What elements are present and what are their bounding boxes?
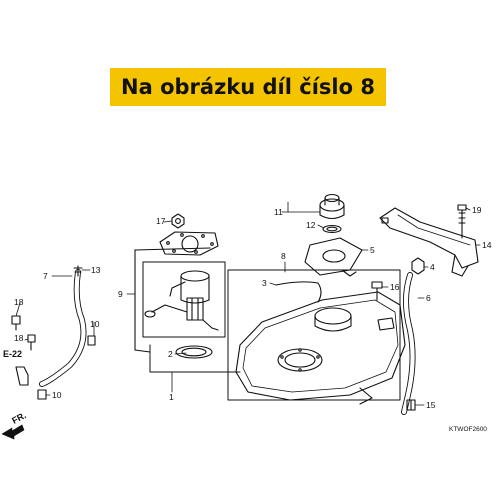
callout-3: 3 — [262, 278, 267, 288]
callout-12: 12 — [306, 220, 316, 230]
callout-11: 11 — [274, 207, 283, 217]
fuel-tube-6 — [401, 272, 416, 415]
callout-4: 4 — [430, 262, 435, 272]
front-direction-arrow: FR. — [1, 410, 28, 440]
callout-19: 19 — [472, 205, 482, 215]
bolt-16 — [371, 281, 383, 301]
callout-10-upper: 10 — [90, 319, 100, 329]
clip-10-upper — [87, 335, 96, 346]
callout-9: 9 — [118, 289, 123, 299]
leader-18a — [15, 302, 21, 317]
callout-1: 1 — [169, 392, 174, 402]
front-label: FR. — [10, 410, 27, 426]
clip-18-upper — [11, 315, 21, 331]
tank-bracket — [379, 207, 479, 277]
arrow-icon — [1, 424, 25, 440]
leader-12 — [317, 224, 325, 229]
callout-18-lower: 18 — [14, 333, 24, 343]
fuel-hose-7 — [39, 265, 87, 387]
breather-tube — [275, 281, 322, 303]
title-text: Na obrázku díl číslo 8 — [121, 75, 375, 99]
leader-3 — [269, 282, 277, 286]
callout-15: 15 — [426, 400, 436, 410]
callout-13: 13 — [91, 265, 101, 275]
leader-2 — [174, 352, 187, 355]
callout-7: 7 — [43, 271, 48, 281]
callout-6: 6 — [426, 293, 431, 303]
callout-14: 14 — [482, 240, 492, 250]
grommet-4 — [411, 257, 425, 275]
cap-seal — [322, 224, 342, 234]
leader-19 — [465, 207, 471, 211]
bolt-19 — [457, 204, 467, 239]
diagram-code: KTWOF2600 — [449, 426, 487, 433]
callout-18-upper: 18 — [14, 297, 24, 307]
callout-10-lower: 10 — [52, 390, 62, 400]
callout-5: 5 — [370, 245, 375, 255]
packing-frame — [149, 344, 241, 373]
fuel-pump-body — [144, 270, 219, 331]
clip-18-lower — [27, 334, 36, 351]
leader-18b — [24, 338, 29, 341]
ref-e22: E-22 — [3, 349, 22, 359]
pump-setting-plate — [159, 231, 219, 256]
fuel-tank-frame — [227, 269, 401, 401]
leader-17 — [163, 220, 173, 223]
callout-17: 17 — [156, 216, 166, 226]
nut-17 — [171, 213, 185, 229]
fuel-tank — [235, 291, 406, 405]
fuel-cap — [319, 193, 345, 220]
callout-8: 8 — [281, 251, 286, 261]
callout-labels: 17 9 2 1 11 12 5 8 3 19 14 4 16 6 15 7 1… — [3, 205, 492, 410]
fuel-pump-assembly-frame — [134, 247, 226, 353]
callout-2: 2 — [168, 349, 173, 359]
title-banner: Na obrázku díl číslo 8 — [110, 68, 386, 106]
hose-fitting — [15, 366, 29, 386]
callout-16: 16 — [390, 282, 400, 292]
clip-10-lower — [37, 389, 47, 400]
filler-plate — [304, 237, 363, 277]
